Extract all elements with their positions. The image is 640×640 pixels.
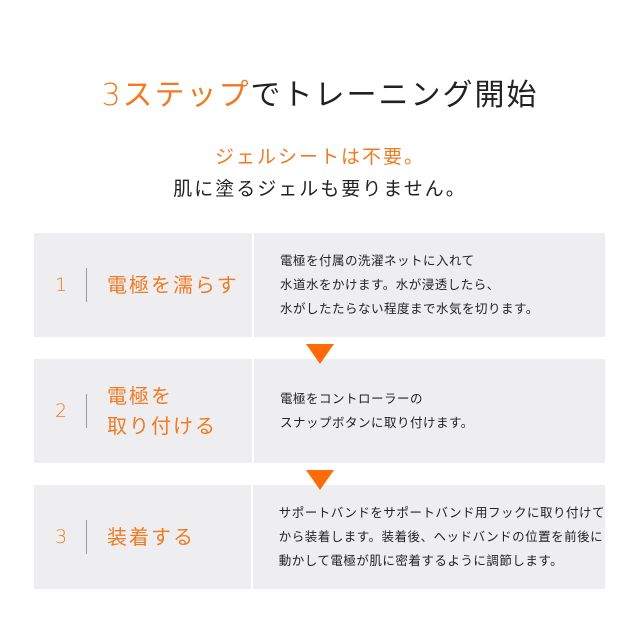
step-number: 3 bbox=[55, 526, 68, 548]
step-description: 電極を付属の洗濯ネットに入れて 水道水をかけます。水が浸透したら、 水がしたたら… bbox=[280, 249, 539, 321]
step-panel-2: 2 電極を 取り付ける 電極をコントローラーの スナップボタンに取り付けます。 bbox=[34, 359, 605, 463]
step-heading: 電極を濡らす bbox=[107, 273, 239, 297]
step-description: サポートバンドをサポートバンド用フックに取り付けて から装着します。装着後、ヘッ… bbox=[279, 501, 605, 573]
page-title: 3ステップでトレーニング開始 bbox=[0, 70, 640, 114]
description-line: 電極を付属の洗濯ネットに入れて bbox=[280, 253, 475, 268]
description-line: 電極をコントローラーの bbox=[280, 391, 424, 406]
title-accent: 3ステップ bbox=[101, 78, 251, 113]
step-divider bbox=[86, 268, 87, 302]
step-label-cell: 2 電極を 取り付ける bbox=[34, 359, 254, 463]
step-divider bbox=[86, 394, 87, 428]
step-label-cell: 3 装着する bbox=[34, 485, 253, 589]
description-line: 水道水をかけます。水が浸透したら、 bbox=[280, 277, 500, 292]
step-label-cell: 1 電極を濡らす bbox=[34, 233, 254, 337]
step-description-cell: サポートバンドをサポートバンド用フックに取り付けて から装着します。装着後、ヘッ… bbox=[253, 485, 605, 589]
step-description: 電極をコントローラーの スナップボタンに取り付けます。 bbox=[280, 387, 474, 435]
subtitle-accent: ジェルシートは不要。 bbox=[214, 146, 425, 168]
step-heading: 電極を 取り付ける bbox=[107, 384, 217, 438]
description-line: から装着します。装着後、ヘッドバンドの位置を前後に bbox=[278, 529, 604, 544]
step-description-cell: 電極をコントローラーの スナップボタンに取り付けます。 bbox=[254, 359, 605, 463]
subtitle-body: 肌に塗るジェルも要りません。 bbox=[173, 178, 467, 200]
down-triangle-icon bbox=[306, 344, 334, 364]
description-line: スナップボタンに取り付けます。 bbox=[280, 415, 474, 430]
step-number: 2 bbox=[55, 400, 68, 422]
step-panel-1: 1 電極を濡らす 電極を付属の洗濯ネットに入れて 水道水をかけます。水が浸透した… bbox=[34, 233, 605, 337]
step-panel-3: 3 装着する サポートバンドをサポートバンド用フックに取り付けて から装着します… bbox=[34, 485, 605, 589]
step-heading: 装着する bbox=[107, 525, 195, 549]
title-rest: でトレーニング開始 bbox=[250, 78, 539, 113]
description-line: 動かして電極が肌に密着するように調節します。 bbox=[278, 553, 564, 568]
step-number: 1 bbox=[55, 274, 68, 296]
down-triangle-icon bbox=[306, 470, 334, 490]
description-line: サポートバンドをサポートバンド用フックに取り付けて bbox=[278, 505, 605, 520]
step-divider bbox=[86, 520, 87, 554]
step-description-cell: 電極を付属の洗濯ネットに入れて 水道水をかけます。水が浸透したら、 水がしたたら… bbox=[254, 233, 605, 337]
description-line: 水がしたたらない程度まで水気を切ります。 bbox=[280, 301, 539, 316]
